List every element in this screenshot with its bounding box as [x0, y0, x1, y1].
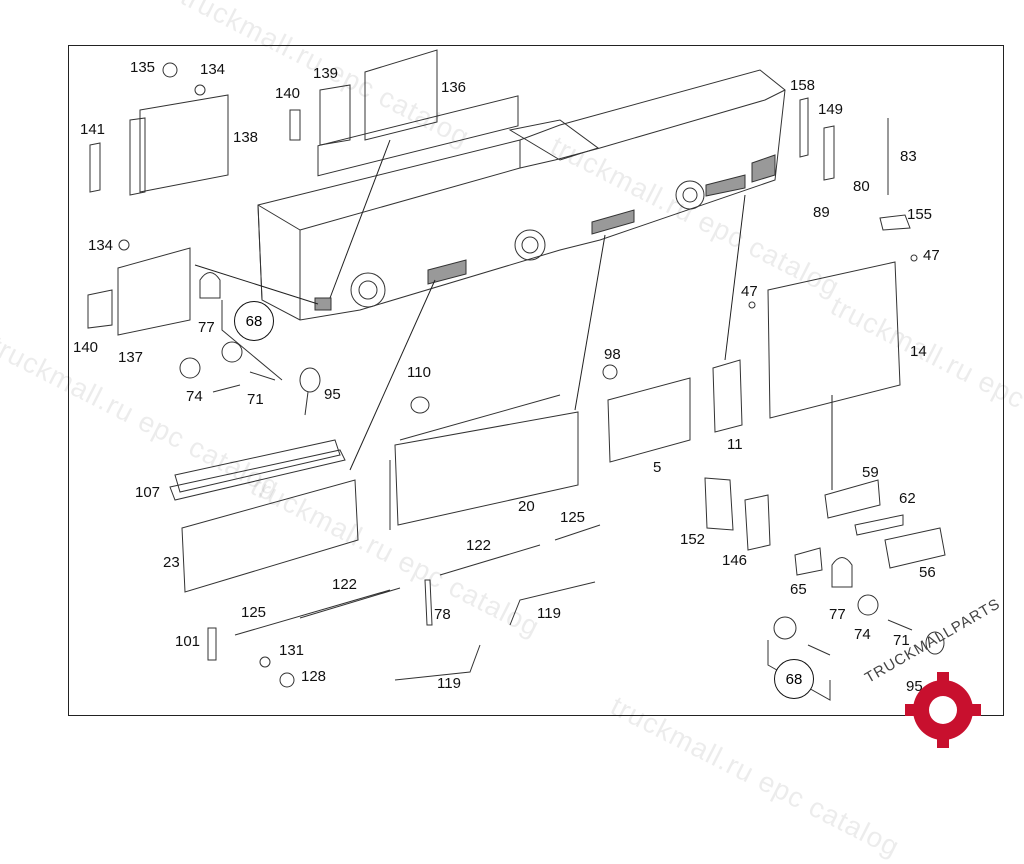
part-label: 138 — [233, 129, 259, 146]
part-label: 110 — [407, 364, 431, 381]
part-label: 95 — [906, 678, 923, 695]
part-label: 14 — [910, 343, 927, 360]
part-label: 74 — [854, 626, 871, 643]
part-label: 131 — [279, 642, 305, 659]
circled-part-label: 68 — [774, 659, 814, 699]
part-label: 146 — [722, 552, 748, 569]
part-label: 134 — [200, 61, 226, 78]
part-label: 83 — [900, 148, 917, 165]
part-label: 107 — [135, 484, 161, 501]
part-label: 135 — [130, 59, 156, 76]
part-label: 89 — [813, 204, 830, 221]
part-label: 71 — [247, 391, 264, 408]
part-label: 128 — [301, 668, 327, 685]
part-label: 125 — [560, 509, 586, 526]
part-label: 152 — [680, 531, 706, 548]
part-label: 140 — [73, 339, 99, 356]
part-label: 158 — [790, 77, 816, 94]
diagram-frame — [68, 45, 1004, 716]
part-label: 119 — [437, 675, 461, 692]
part-label: 77 — [198, 319, 215, 336]
part-label: 155 — [907, 206, 933, 223]
part-label: 140 — [275, 85, 301, 102]
part-label: 47 — [741, 283, 758, 300]
part-label: 65 — [790, 581, 807, 598]
part-label: 78 — [434, 606, 451, 623]
part-label: 80 — [853, 178, 870, 195]
part-label: 74 — [186, 388, 203, 405]
part-label: 139 — [313, 65, 339, 82]
truckmall-logo — [905, 672, 981, 748]
parts — [87, 49, 946, 688]
part-label: 125 — [241, 604, 267, 621]
part-label: 137 — [118, 349, 144, 366]
part-label: 101 — [175, 633, 201, 650]
part-label: 122 — [466, 537, 492, 554]
part-label: 136 — [441, 79, 467, 96]
part-label: 20 — [518, 498, 535, 515]
part-label: 141 — [80, 121, 106, 138]
part-label: 134 — [88, 237, 114, 254]
part-label: 59 — [862, 464, 879, 481]
part-label: 5 — [653, 459, 662, 476]
part-label: 47 — [923, 247, 940, 264]
part-label: 77 — [829, 606, 846, 623]
part-label: 122 — [332, 576, 358, 593]
leader-lines — [194, 139, 833, 490]
part-label: 11 — [727, 436, 743, 453]
part-label: 56 — [919, 564, 936, 581]
part-label: 95 — [324, 386, 341, 403]
part-label: 71 — [893, 632, 910, 649]
part-label: 23 — [163, 554, 180, 571]
circled-part-label: 68 — [234, 301, 274, 341]
part-label: 119 — [537, 605, 561, 622]
part-label: 149 — [818, 101, 844, 118]
part-label: 98 — [604, 346, 621, 363]
articulated-bus-outline — [257, 69, 786, 321]
parts-diagram — [87, 49, 946, 701]
part-label: 62 — [899, 490, 916, 507]
